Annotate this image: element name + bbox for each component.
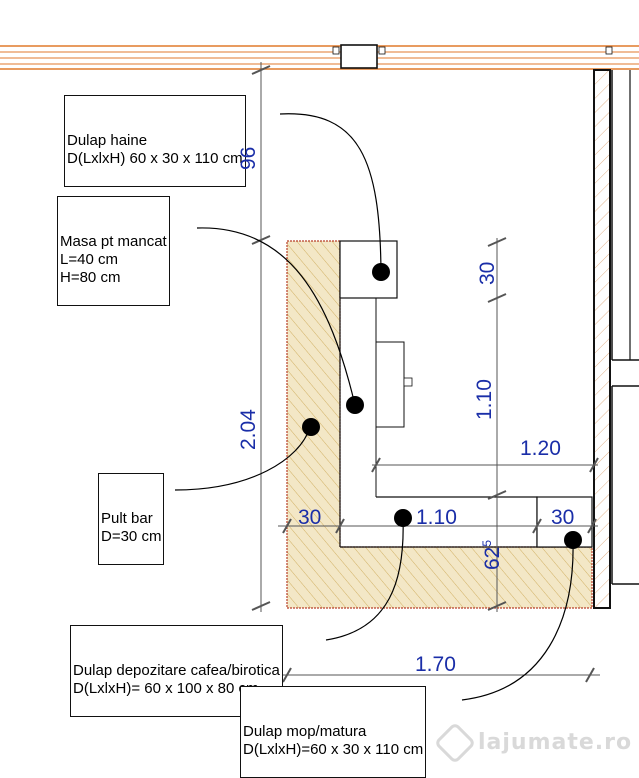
marker-dulap-cafea (394, 509, 412, 527)
dim-170: 1.70 (415, 653, 456, 676)
dim-204: 2.04 (237, 409, 260, 450)
dim-30-left: 30 (298, 506, 322, 529)
dim-62: 625 (480, 539, 504, 570)
dimension-lines (251, 62, 600, 683)
marker-dulap-mop (564, 531, 582, 549)
dining-table (375, 341, 405, 428)
dim-120: 1.20 (520, 437, 561, 460)
bar-counter (286, 240, 593, 609)
marker-dulap-haine (372, 263, 390, 281)
watermark: lajumate.ro (433, 721, 633, 765)
watermark-icon (433, 721, 477, 765)
dim-110-vert: 1.10 (473, 379, 496, 420)
watermark-text: lajumate.ro (478, 730, 633, 755)
top-wall (0, 44, 639, 70)
dim-96: 96 (237, 146, 260, 170)
marker-pult (302, 418, 320, 436)
dim-30-right: 30 (551, 506, 575, 529)
dim-30-top: 30 (476, 261, 499, 285)
marker-dots (302, 263, 582, 549)
marker-masa (346, 396, 364, 414)
dim-110-horiz: 1.10 (416, 506, 457, 529)
right-wall (593, 69, 639, 609)
leader-lines (174, 113, 574, 701)
